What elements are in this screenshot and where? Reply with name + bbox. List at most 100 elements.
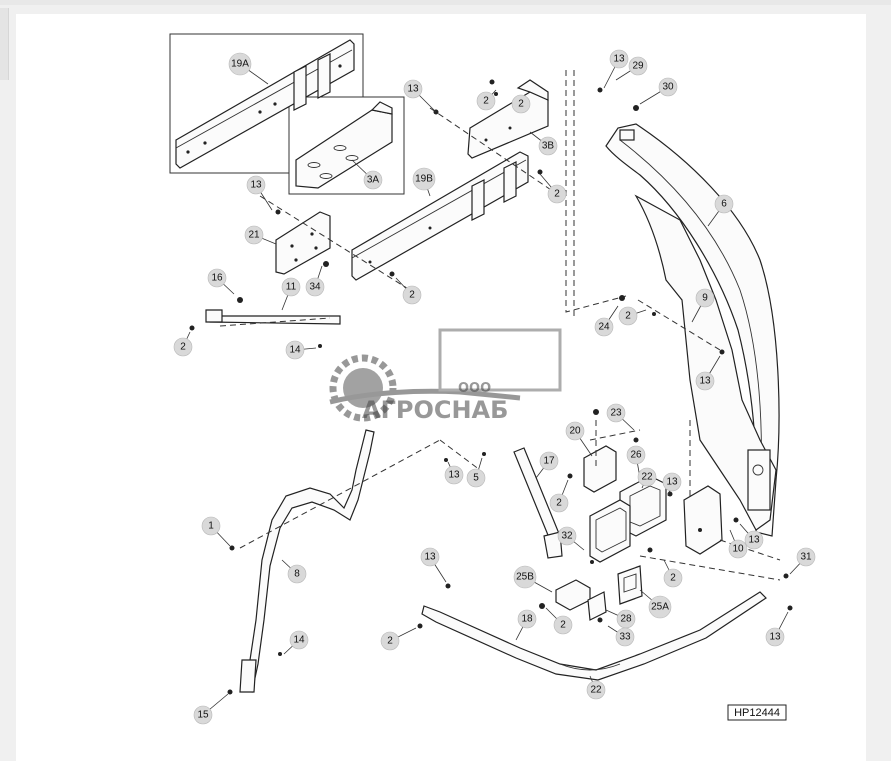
callout-label: 2 (625, 311, 631, 322)
callout-2: 2 (549, 479, 569, 513)
callout-15: 15 (193, 693, 229, 725)
watermark-small-text: ООО (458, 381, 491, 396)
callout-bubble (207, 268, 227, 288)
callout-label: 29 (632, 61, 644, 72)
part-25a-plate (617, 565, 643, 605)
callout-34: 34 (305, 265, 325, 297)
callout-16: 16 (207, 268, 235, 295)
part-6-fender (605, 123, 780, 537)
callout-bubble (281, 277, 301, 297)
callout-28: 28 (605, 609, 636, 629)
callout-bubble (201, 516, 221, 536)
callout-1: 1 (201, 516, 231, 547)
callout-13: 13 (420, 547, 447, 583)
left-edge-strip (0, 8, 9, 80)
part-19b-channel (351, 151, 529, 281)
callout-13: 13 (765, 611, 789, 647)
callout-2: 2 (476, 89, 497, 111)
part-8-frame (239, 429, 375, 693)
callout-bubble (557, 526, 577, 546)
callout-11: 11 (281, 277, 301, 311)
callout-label: 2 (387, 636, 393, 647)
part-10-bracket (683, 485, 723, 555)
callout-2: 2 (173, 331, 193, 357)
callout-23: 23 (606, 403, 635, 431)
callout-14: 14 (285, 340, 317, 360)
callout-30: 30 (639, 77, 678, 105)
callout-label: 13 (448, 470, 460, 481)
callout-label: 2 (409, 290, 415, 301)
part-25b-bracket (555, 579, 607, 621)
callout-14: 14 (283, 630, 309, 655)
callout-label: 32 (561, 531, 573, 542)
callout-8: 8 (281, 559, 307, 584)
callout-label: 24 (598, 322, 610, 333)
callout-5: 5 (466, 457, 486, 488)
callout-13: 13 (603, 49, 629, 89)
callout-label: 8 (294, 569, 300, 580)
callout-label: 15 (197, 710, 209, 721)
figure-id: HP12444 (734, 707, 780, 719)
callout-bubble (289, 630, 309, 650)
callout-bubble (609, 49, 629, 69)
callout-bubble (658, 77, 678, 97)
callout-label: 17 (543, 456, 555, 467)
callout-bubble (412, 167, 436, 191)
watermark-large-text: АГРОСНАБ (362, 396, 508, 424)
callout-label: 13 (769, 632, 781, 643)
callout-24: 24 (594, 305, 619, 337)
callout-label: 13 (250, 180, 262, 191)
callout-13: 13 (695, 355, 721, 391)
callout-bubble (606, 403, 626, 423)
callout-bubble (380, 631, 400, 651)
callout-bubble (549, 493, 569, 513)
callout-label: 20 (569, 426, 581, 437)
part-18-frame (421, 591, 767, 681)
callout-26: 26 (626, 445, 646, 479)
watermark-logo (329, 328, 562, 422)
callout-label: 10 (732, 544, 744, 555)
callout-label: 2 (560, 620, 566, 631)
callout-label: 22 (641, 472, 653, 483)
callout-bubble (539, 451, 559, 471)
callout-bubble (714, 194, 734, 214)
callout-label: 13 (613, 54, 625, 65)
callout-bubble (553, 615, 573, 635)
callout-bubble (626, 445, 646, 465)
callout-bubble (628, 56, 648, 76)
callout-label: 33 (619, 632, 631, 643)
callout-2: 2 (618, 306, 647, 326)
callout-20: 20 (565, 421, 593, 457)
callout-2: 2 (539, 173, 567, 204)
fasteners (189, 79, 793, 695)
callout-13: 13 (444, 461, 464, 485)
callout-bubble (511, 94, 531, 114)
callout-2: 2 (395, 277, 422, 305)
callout-bubble (444, 465, 464, 485)
callout-25b: 25B (513, 565, 553, 593)
callout-label: 5 (473, 473, 479, 484)
callout-bubble (586, 680, 606, 700)
callout-2: 2 (511, 94, 531, 114)
callout-label: 2 (554, 189, 560, 200)
callout-bubble (246, 175, 266, 195)
callout-6: 6 (707, 194, 734, 227)
part-11-bar (205, 309, 341, 325)
callout-label: 14 (293, 635, 305, 646)
callout-13: 13 (403, 79, 437, 113)
callout-label: 11 (286, 282, 297, 293)
callout-bubble (695, 288, 715, 308)
callout-bubble (765, 627, 785, 647)
callout-bubble (594, 317, 614, 337)
callout-bubble (466, 468, 486, 488)
callout-bubble (615, 627, 635, 647)
callout-bubble (363, 170, 383, 190)
callout-bubble (744, 530, 764, 550)
callout-13: 13 (662, 472, 682, 497)
callout-bubble (403, 79, 423, 99)
callout-19a: 19A (228, 52, 269, 85)
callout-13: 13 (739, 523, 764, 550)
callout-33: 33 (607, 625, 635, 647)
callout-bubble (228, 52, 252, 76)
figure-id-box (727, 704, 787, 721)
